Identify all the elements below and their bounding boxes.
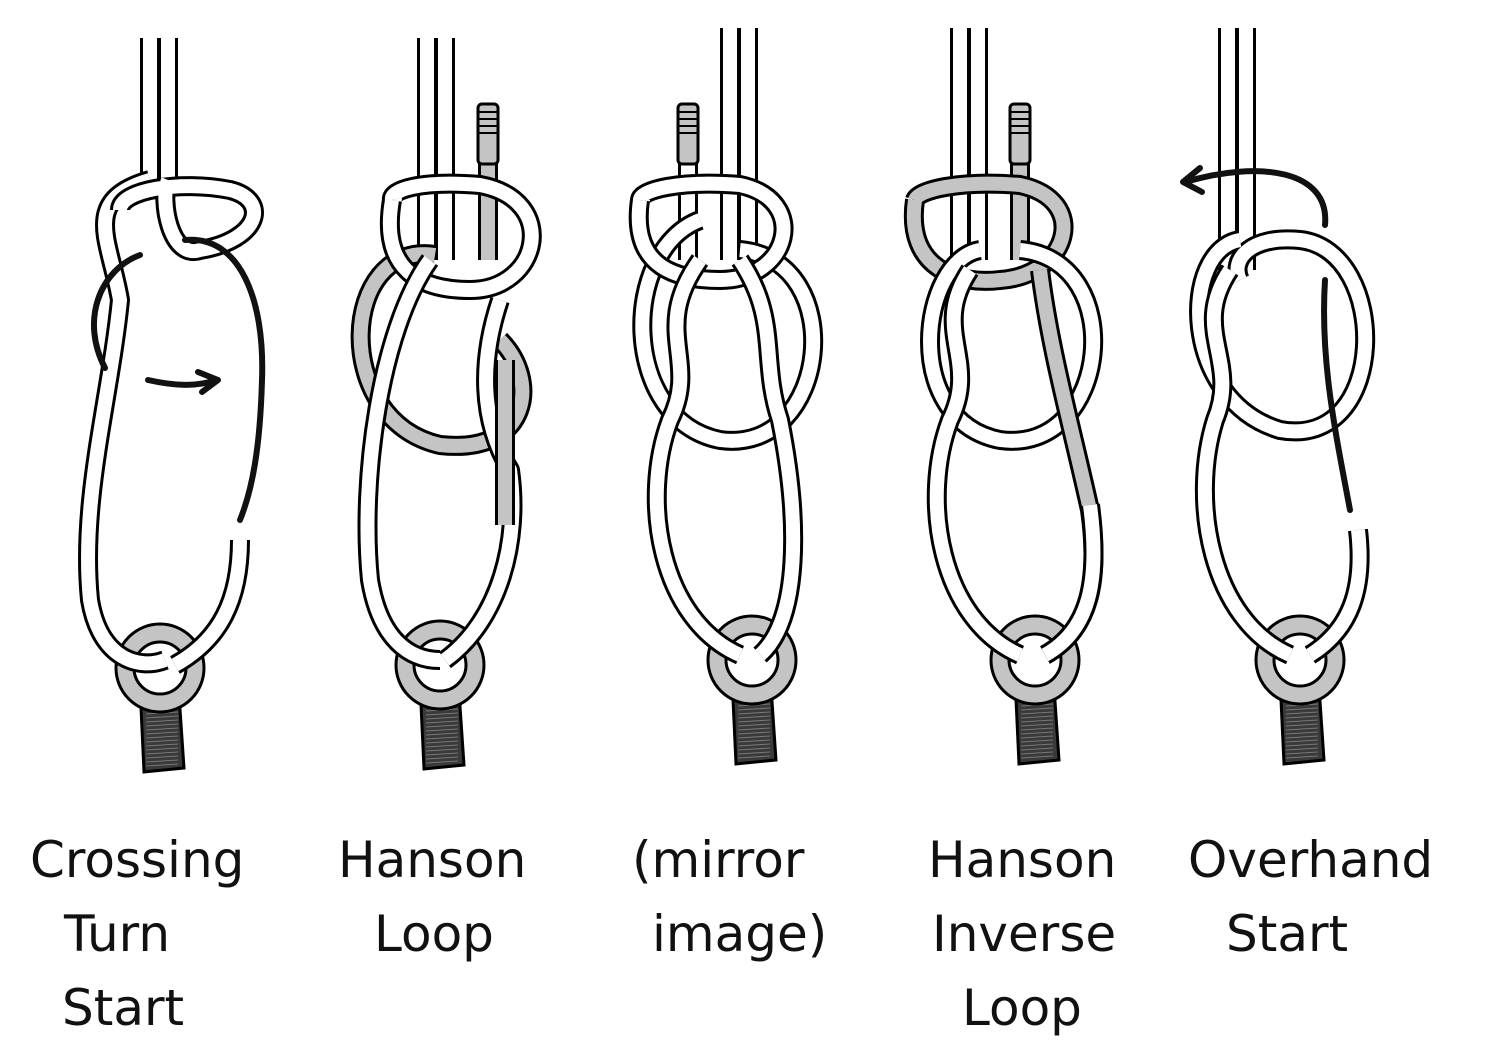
top-turn bbox=[380, 173, 542, 300]
panel-overhand-start bbox=[1180, 28, 1376, 766]
top-turn bbox=[903, 173, 1074, 291]
large-collar bbox=[632, 210, 824, 451]
loop-left-leg bbox=[646, 254, 745, 665]
loop-left-leg bbox=[1194, 264, 1295, 665]
loop-right-leg bbox=[731, 254, 804, 663]
panel-mirror-image bbox=[628, 28, 824, 766]
arrow-top bbox=[1180, 165, 1329, 228]
panel-hanson-inverse-loop bbox=[903, 28, 1104, 766]
top-turn bbox=[628, 173, 794, 290]
loop-left-leg bbox=[78, 170, 169, 674]
panel-hanson-loop bbox=[350, 38, 542, 771]
loop-right-leg bbox=[169, 539, 250, 674]
overhand-turn bbox=[1189, 229, 1376, 442]
tail-tip bbox=[676, 102, 700, 166]
arrow-right bbox=[1321, 277, 1353, 513]
caption-overhand-start: Overhand Start bbox=[1188, 831, 1434, 963]
caption-hanson-loop: Hanson Loop bbox=[338, 831, 527, 963]
tail-tip bbox=[1008, 102, 1032, 166]
loop-right-leg bbox=[1304, 528, 1370, 664]
crossing-turn bbox=[110, 176, 264, 261]
loop-left-leg bbox=[926, 264, 1025, 665]
tail-tip bbox=[476, 102, 500, 166]
panel-crossing-turn-start bbox=[78, 38, 266, 774]
caption-mirror-image: (mirror image) bbox=[632, 831, 828, 963]
caption-hanson-inverse-loop: Hanson Inverse Loop bbox=[928, 831, 1117, 1037]
loop-left-leg bbox=[357, 254, 441, 670]
large-collar bbox=[350, 244, 533, 456]
caption-crossing-turn-start: Crossing Turn Start bbox=[30, 831, 245, 1037]
arrow-left bbox=[90, 252, 143, 371]
arrow-right bbox=[182, 236, 266, 523]
loop-right-leg-lower bbox=[1039, 503, 1104, 664]
large-collar bbox=[920, 240, 1104, 451]
arrow-middle bbox=[145, 369, 221, 395]
